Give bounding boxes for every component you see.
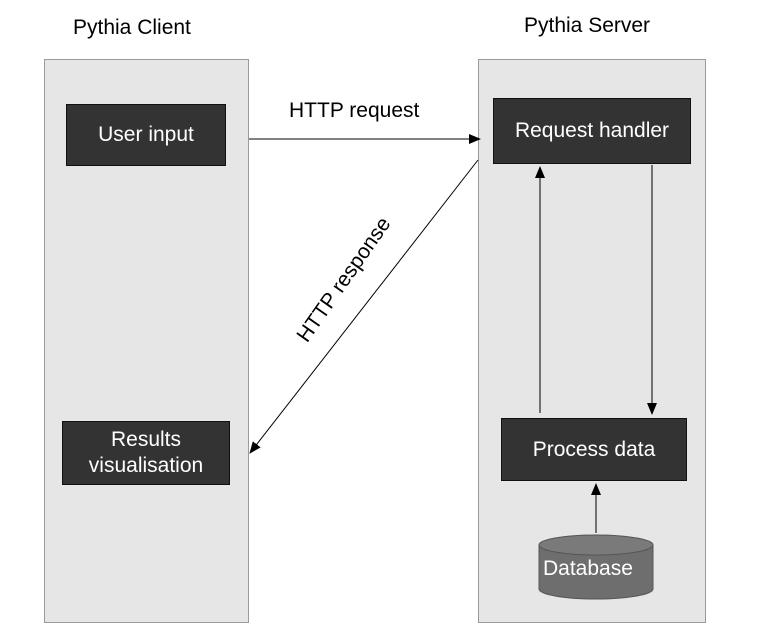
server-title: Pythia Server — [524, 14, 651, 37]
user-input-label: User input — [98, 123, 194, 146]
database-cylinder — [538, 534, 654, 600]
process-data-box: Process data — [501, 418, 687, 481]
database-label: Database — [543, 557, 633, 580]
results-label-line2: visualisation — [88, 454, 204, 477]
results-label-line1: Results — [110, 428, 182, 451]
request-handler-box: Request handler — [493, 98, 691, 164]
user-input-box: User input — [66, 104, 226, 166]
http-response-arrow — [249, 159, 479, 454]
client-title: Pythia Client — [73, 16, 191, 39]
http-request-label: HTTP request — [289, 99, 420, 122]
results-visualisation-box: Results visualisation — [62, 421, 230, 485]
process-data-label: Process data — [532, 437, 656, 461]
request-handler-label: Request handler — [514, 119, 670, 142]
